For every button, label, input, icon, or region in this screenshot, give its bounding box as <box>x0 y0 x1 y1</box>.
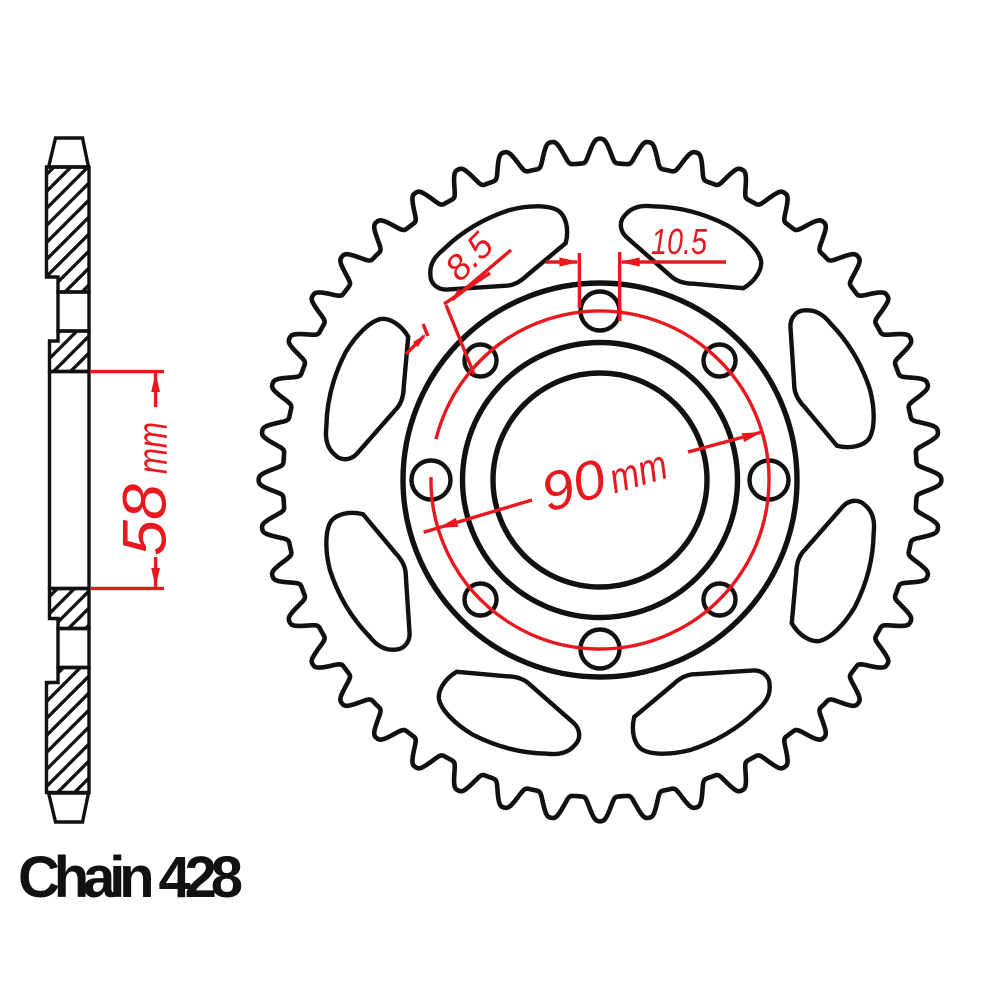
svg-text:10.5: 10.5 <box>651 221 708 262</box>
svg-text:90: 90 <box>534 448 612 524</box>
svg-text:mm: mm <box>129 422 176 474</box>
svg-text:8.5: 8.5 <box>437 224 502 289</box>
svg-text:58: 58 <box>111 484 179 556</box>
svg-text:Chain 428: Chain 428 <box>18 845 243 910</box>
svg-text:mm: mm <box>604 441 673 503</box>
